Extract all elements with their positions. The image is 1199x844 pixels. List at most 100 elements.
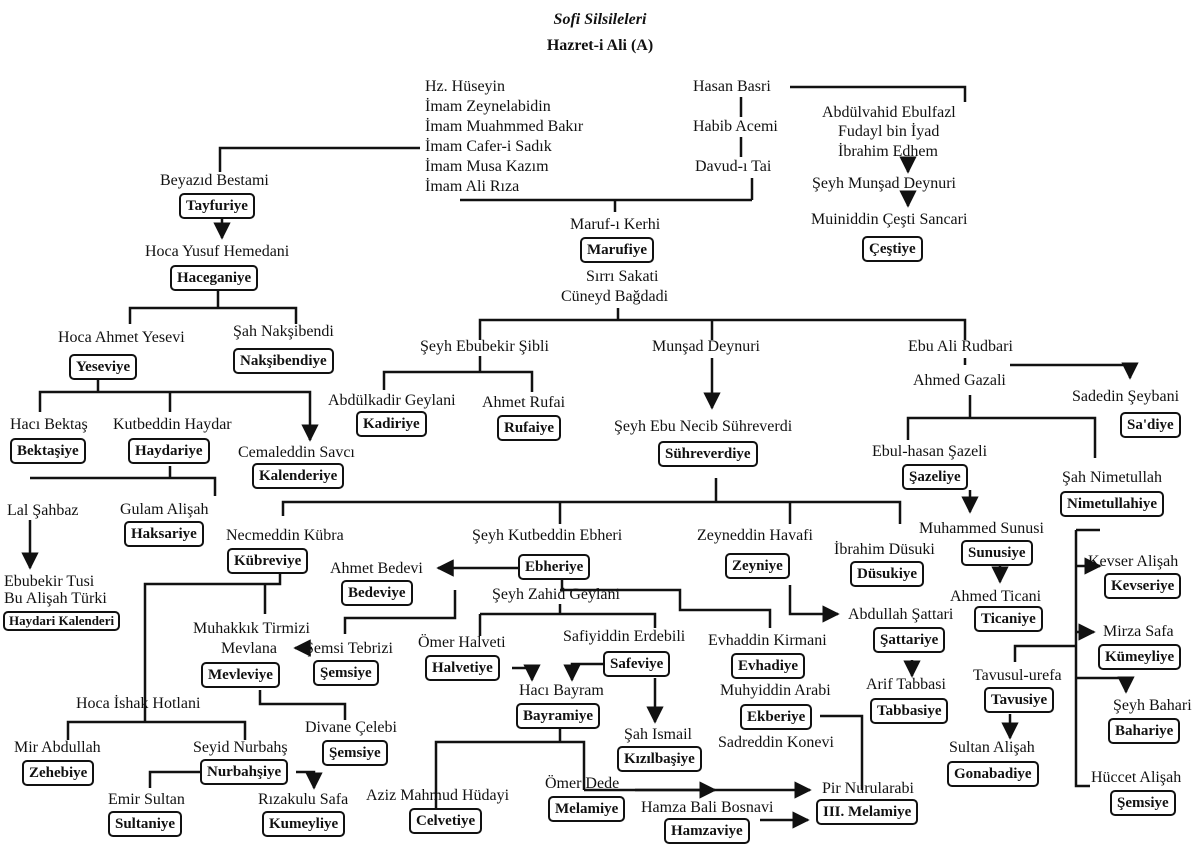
order-kumeyliye-1: Kümeyliye	[1098, 644, 1182, 670]
line-bayramiye-split	[434, 728, 586, 808]
order-cestiye: Çeştiye	[862, 236, 923, 262]
root-label: Hazret-i Ali (A)	[546, 37, 654, 54]
person-huseyin: Hz. Hüseyin	[425, 78, 505, 95]
line-hotlani-split	[66, 720, 247, 740]
order-rufaiye: Rufaiye	[497, 415, 561, 441]
line-ebheriye-split	[343, 578, 772, 634]
person-tusi2: Bu Alişah Türki	[4, 590, 107, 607]
person-cuneyd: Cüneyd Bağdadi	[561, 288, 669, 305]
order-hamzaviye: Hamzaviye	[664, 818, 750, 844]
order-haksariye: Haksariye	[124, 521, 204, 547]
person-bektas: Hacı Bektaş	[10, 416, 88, 433]
person-mevlana: Mevlana	[221, 640, 277, 657]
person-kubra: Necmeddin Kübra	[226, 527, 344, 544]
order-celvetiye: Celvetiye	[409, 808, 483, 834]
person-bedevi: Ahmet Bedevi	[330, 560, 423, 577]
order-yeseviye: Yeseviye	[69, 354, 138, 380]
order-sattariye: Şattariye	[873, 627, 946, 653]
person-divane: Divane Çelebi	[305, 719, 397, 736]
person-rufai: Ahmet Rufai	[482, 394, 566, 411]
person-kevser: Kevser Alişah	[1088, 553, 1179, 570]
line-ekberiye-nurul	[820, 714, 864, 790]
order-mevleviye: Mevleviye	[201, 662, 280, 688]
person-tabbasi: Arif Tabbasi	[866, 676, 946, 693]
order-semsiye-2: Şemsiye	[322, 740, 388, 766]
person-sunusi: Muhammed Sunusi	[919, 520, 1044, 537]
line-haydariye-split	[30, 466, 217, 496]
person-nurbahs: Seyid Nurbahş	[193, 739, 288, 756]
person-habib: Habib Acemi	[693, 118, 778, 135]
person-maruf: Maruf-ı Kerhi	[570, 216, 661, 233]
order-sunusiye: Sunusiye	[961, 540, 1033, 566]
person-konevi: Sadreddin Konevi	[718, 734, 834, 751]
order-nimetullahiye: Nimetullahiye	[1060, 491, 1164, 517]
order-ticaniye: Ticaniye	[974, 606, 1043, 632]
order-ekberiye: Ekberiye	[740, 704, 813, 730]
order-marufiye: Marufiye	[580, 237, 654, 263]
order-naksibendiye: Nakşibendiye	[233, 348, 334, 374]
person-savci: Cemaleddin Savcı	[238, 444, 355, 461]
order-sazeliye: Şazeliye	[902, 464, 968, 490]
person-rudbari: Ebu Ali Rudbari	[908, 338, 1013, 355]
order-evhadiye: Evhadiye	[731, 653, 806, 679]
order-melamiye: Melamiye	[548, 796, 626, 822]
order-bektasiye: Bektaşiye	[10, 438, 86, 464]
person-gazali: Ahmed Gazali	[913, 372, 1006, 389]
line-halvetiye-arrow	[512, 664, 541, 682]
person-naksibendi: Şah Nakşibendi	[233, 323, 334, 340]
person-hudayi: Aziz Mahmud Hüdayi	[366, 787, 510, 804]
person-gulam: Gulam Alişah	[120, 501, 209, 518]
person-edhem: İbrahim Edhem	[838, 143, 938, 160]
order-kubreviye: Kübreviye	[227, 548, 309, 574]
line-ali-huseyin	[218, 146, 420, 172]
order-kalenderiye: Kalenderiye	[252, 463, 345, 489]
line-basri-right	[790, 85, 967, 102]
order-kadiriye: Kadiriye	[356, 411, 427, 437]
line-nimet-bracket	[1074, 528, 1100, 788]
person-zahid: Şeyh Zahid Geylani	[492, 586, 620, 603]
person-haci-bayram: Hacı Bayram	[519, 682, 604, 699]
line-suhr-split	[281, 478, 902, 524]
order-tavusiye: Tavusiye	[984, 687, 1055, 713]
person-davud: Davud-ı Tai	[695, 158, 772, 175]
person-suhreverdi: Şeyh Ebu Necib Sühreverdi	[614, 418, 793, 435]
person-bahari: Şeyh Bahari	[1113, 697, 1192, 714]
order-bahariye: Bahariye	[1108, 718, 1181, 744]
person-kazim: İmam Musa Kazım	[425, 158, 549, 175]
line-safeviye-arrow	[563, 662, 603, 682]
person-abdulvahid: Abdülvahid Ebulfazl	[822, 104, 956, 121]
order-semsiye-3: Şemsiye	[1110, 790, 1176, 816]
line-zahid-split	[478, 604, 657, 636]
person-mirza: Mirza Safa	[1103, 623, 1174, 640]
person-semsi: Şemsi Tebrizi	[305, 640, 393, 657]
person-halveti: Ömer Halveti	[418, 634, 506, 651]
person-beyazid: Beyazıd Bestami	[160, 172, 269, 189]
order-sultaniye: Sultaniye	[108, 811, 183, 837]
order-halvetiye: Halvetiye	[425, 655, 500, 681]
person-sirri: Sırrı Sakati	[586, 268, 659, 285]
person-seybani: Sadedin Şeybani	[1072, 388, 1180, 405]
line-kubreviye-split	[143, 570, 282, 720]
person-havafi: Zeyneddin Havafi	[697, 527, 813, 544]
person-ticani: Ahmed Ticani	[950, 588, 1042, 605]
person-munsad1: Şeyh Munşad Deynuri	[812, 175, 956, 192]
person-erdebili: Safiyiddin Erdebili	[563, 628, 686, 645]
order-safeviye: Safeviye	[603, 651, 671, 677]
person-sattari: Abdullah Şattari	[848, 606, 954, 623]
person-hamza: Hamza Bali Bosnavi	[641, 799, 774, 816]
person-sultan-alisah: Sultan Alişah	[949, 739, 1035, 756]
person-yesevi: Hoca Ahmet Yesevi	[58, 329, 185, 346]
line-nimet-tavusul	[1013, 644, 1076, 662]
order-gonabadiye: Gonabadiye	[947, 761, 1039, 787]
person-ebheri: Şeyh Kutbeddin Ebheri	[472, 527, 623, 544]
order-zeyniye: Zeyniye	[725, 553, 790, 579]
person-nimetullah: Şah Nimetullah	[1062, 469, 1162, 486]
order-zehebiye: Zehebiye	[22, 760, 95, 786]
order-haydariye: Haydariye	[128, 438, 210, 464]
person-huccet: Hüccet Alişah	[1091, 769, 1182, 786]
person-omer-dede: Ömer Dede	[545, 775, 620, 792]
person-tusi1: Ebubekir Tusi	[4, 573, 95, 590]
line-nurbahsiye-split	[148, 772, 314, 788]
person-kirmani: Evhaddin Kirmani	[708, 632, 827, 649]
